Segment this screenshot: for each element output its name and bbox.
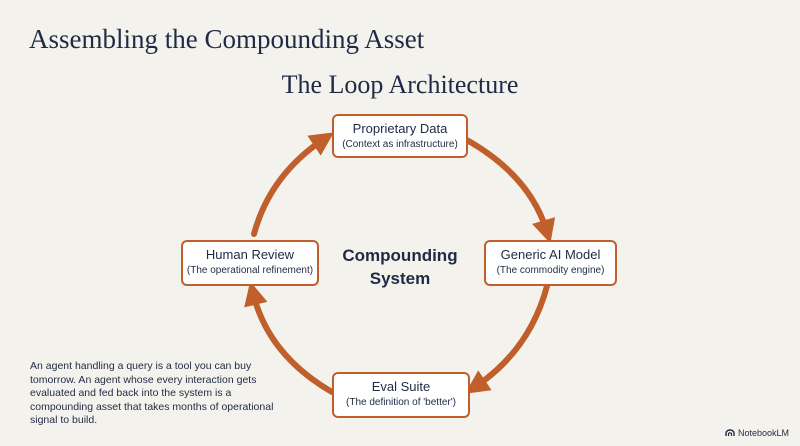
node-subtitle: (The commodity engine) [496,265,605,276]
node-generic-ai-model: Generic AI Model (The commodity engine) [484,240,617,286]
node-subtitle: (The operational refinement) [186,265,314,276]
slide-title: Assembling the Compounding Asset [29,24,425,54]
notebooklm-icon [725,429,735,436]
caption-text: An agent handling a query is a tool you … [30,360,274,426]
brand-logo: NotebookLM [725,428,789,438]
arrow-review-to-data [251,132,334,237]
center-label-line-1: Compounding [342,246,458,265]
center-label-line-2: System [369,269,431,288]
arrow-model-to-eval [465,283,550,394]
node-subtitle: (The definition of 'better') [346,397,456,408]
node-title: Eval Suite [371,379,431,394]
node-title: Generic AI Model [500,247,601,262]
node-eval-suite: Eval Suite (The definition of 'better') [332,372,470,418]
arrow-eval-to-review [244,281,335,395]
node-human-review: Human Review (The operational refinement… [181,240,319,286]
node-proprietary-data: Proprietary Data (Context as infrastruct… [332,114,468,158]
node-subtitle: (Context as infrastructure) [342,139,458,150]
center-label: Compounding System [330,244,470,290]
section-title: The Loop Architecture [281,70,519,99]
brand-name: NotebookLM [737,428,789,438]
node-title: Human Review [205,247,295,262]
arrow-data-to-model [462,136,556,244]
node-title: Proprietary Data [352,121,448,136]
